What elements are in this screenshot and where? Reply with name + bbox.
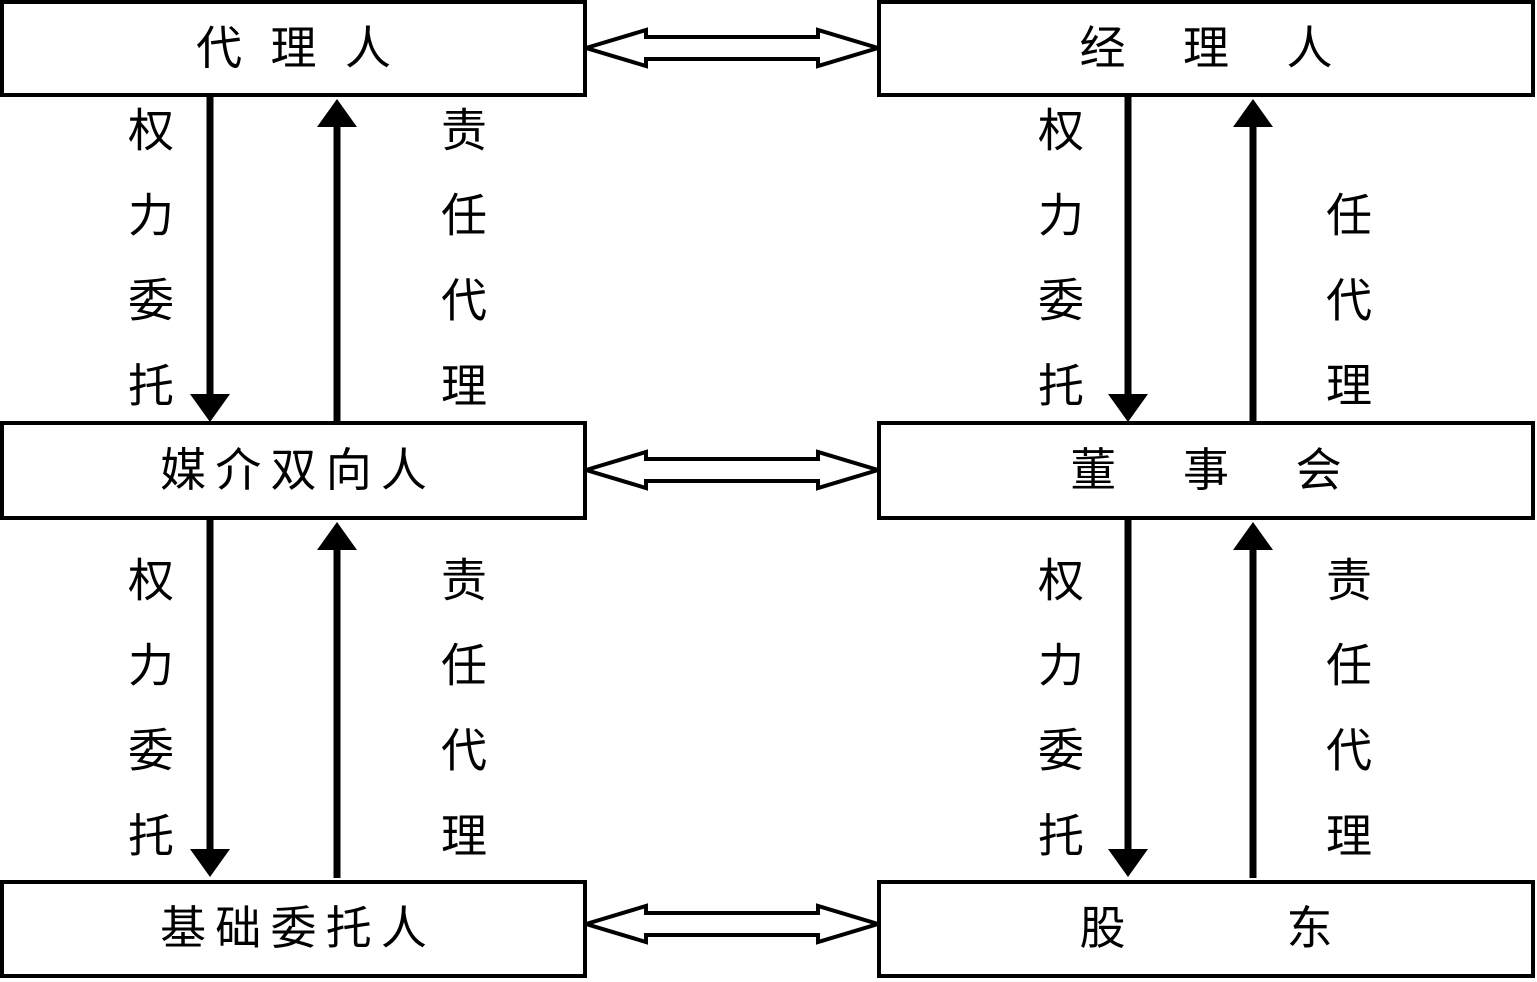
power-delegation-label-top-left: 权力委托 [122,106,173,447]
box-manager-label: 经理人 [1079,22,1390,74]
responsibility-agency-label-top-left: 责任代理 [435,106,486,447]
box-board-label: 董事会 [1070,444,1409,496]
responsibility-agency-label-bottom-left: 责任代理 [435,556,486,897]
down-arrow-top-right [1108,95,1148,422]
horizontal-double-arrow-middle [579,449,885,491]
horizontal-double-arrow-top [579,27,885,69]
up-arrow-top-left [317,99,357,421]
power-delegation-label-bottom-left: 权力委托 [122,556,173,897]
box-shareholder: 股东 [877,880,1535,978]
up-arrow-bottom-left [317,522,357,878]
box-shareholder-label: 股东 [1079,903,1494,954]
power-delegation-label-top-right: 权力委托 [1032,106,1083,447]
box-agent: 代理人 [0,0,587,97]
box-board: 董事会 [877,421,1535,520]
box-manager: 经理人 [877,0,1535,97]
power-delegation-label-bottom-right: 权力委托 [1032,556,1083,897]
responsibility-agency-label-top-right: 任代理 [1320,191,1371,447]
down-arrow-top-left [190,95,230,422]
box-principal: 基础委托人 [0,880,587,978]
horizontal-double-arrow-bottom [579,903,885,945]
up-arrow-top-right [1233,99,1273,421]
down-arrow-bottom-left [190,518,230,877]
box-intermediary-label: 媒介双向人 [160,444,437,496]
up-arrow-bottom-right [1233,522,1273,878]
box-intermediary: 媒介双向人 [0,421,587,520]
down-arrow-bottom-right [1108,518,1148,877]
box-agent-label: 代理人 [195,22,420,74]
box-principal-label: 基础委托人 [160,903,437,954]
responsibility-agency-label-bottom-right: 责任代理 [1320,556,1371,897]
